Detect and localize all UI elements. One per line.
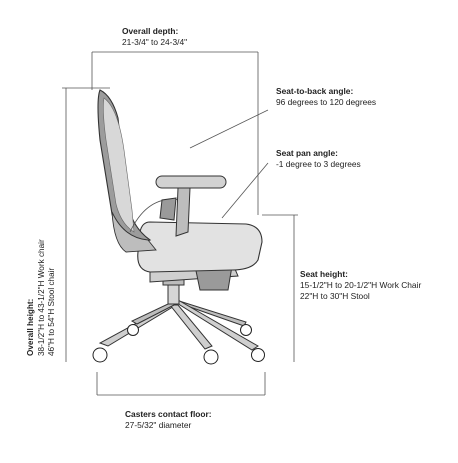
base-leg-front-left <box>98 304 178 347</box>
casters-contact-floor-title: Casters contact floor: <box>125 409 212 419</box>
overall-depth-value: 21-3/4" to 24-3/4" <box>122 37 188 47</box>
seat-pan-angle-label: Seat pan angle: -1 degree to 3 degrees <box>276 148 361 170</box>
base-leg-back-left <box>130 303 177 325</box>
seat-pan-angle-title: Seat pan angle: <box>276 148 338 158</box>
casters-contact-floor-label: Casters contact floor: 27-5/32" diameter <box>125 409 212 431</box>
seat-height-value-work-chair: 15-1/2"H to 20-1/2"H Work Chair <box>300 280 422 290</box>
seat-height-label: Seat height: 15-1/2"H to 20-1/2"H Work C… <box>300 269 421 302</box>
base-leg-front-right <box>168 304 213 350</box>
overall-height-title: Overall height: <box>26 298 35 356</box>
dimension-lines <box>62 51 298 396</box>
overall-height-label: Overall height: 38-1/2"H to 43-1/2"H Wor… <box>26 239 58 356</box>
caster-front-right <box>203 349 219 365</box>
seat-back-leader <box>189 109 269 149</box>
caster-back-right <box>240 324 252 336</box>
overall-height-value-stool: 46"H to 54"H Stool chair <box>47 267 56 356</box>
seat-cushion <box>137 221 263 273</box>
seat-pan-angle-value: -1 degree to 3 degrees <box>276 159 361 169</box>
seat-height-value-stool: 22"H to 30"H Stool <box>300 291 370 301</box>
seat-to-back-angle-label: Seat-to-back angle: 96 degrees to 120 de… <box>276 86 376 108</box>
casters-contact-floor-value: 27-5/32" diameter <box>125 420 192 430</box>
seat-to-back-angle-title: Seat-to-back angle: <box>276 86 354 96</box>
lumbar-support <box>111 211 157 253</box>
seat-pan-leader <box>221 162 269 219</box>
armrest-pad <box>155 175 227 189</box>
caster-back-left <box>127 324 139 336</box>
overall-depth-label: Overall depth: 21-3/4" to 24-3/4" <box>122 26 187 48</box>
caster-right <box>251 348 265 362</box>
armrest <box>155 175 227 237</box>
caster-front-left <box>92 347 108 363</box>
armrest-post <box>175 187 191 237</box>
chair-base <box>98 273 259 351</box>
casters <box>92 324 265 365</box>
armrest-bracket <box>159 197 177 221</box>
seat-height-title: Seat height: <box>300 269 348 279</box>
overall-height-value-work-chair: 38-1/2"H to 43-1/2"H Work chair <box>36 239 46 356</box>
backrest-mesh <box>103 97 135 233</box>
seat-to-back-angle-value: 96 degrees to 120 degrees <box>276 97 377 107</box>
overall-depth-title: Overall depth: <box>122 26 179 36</box>
